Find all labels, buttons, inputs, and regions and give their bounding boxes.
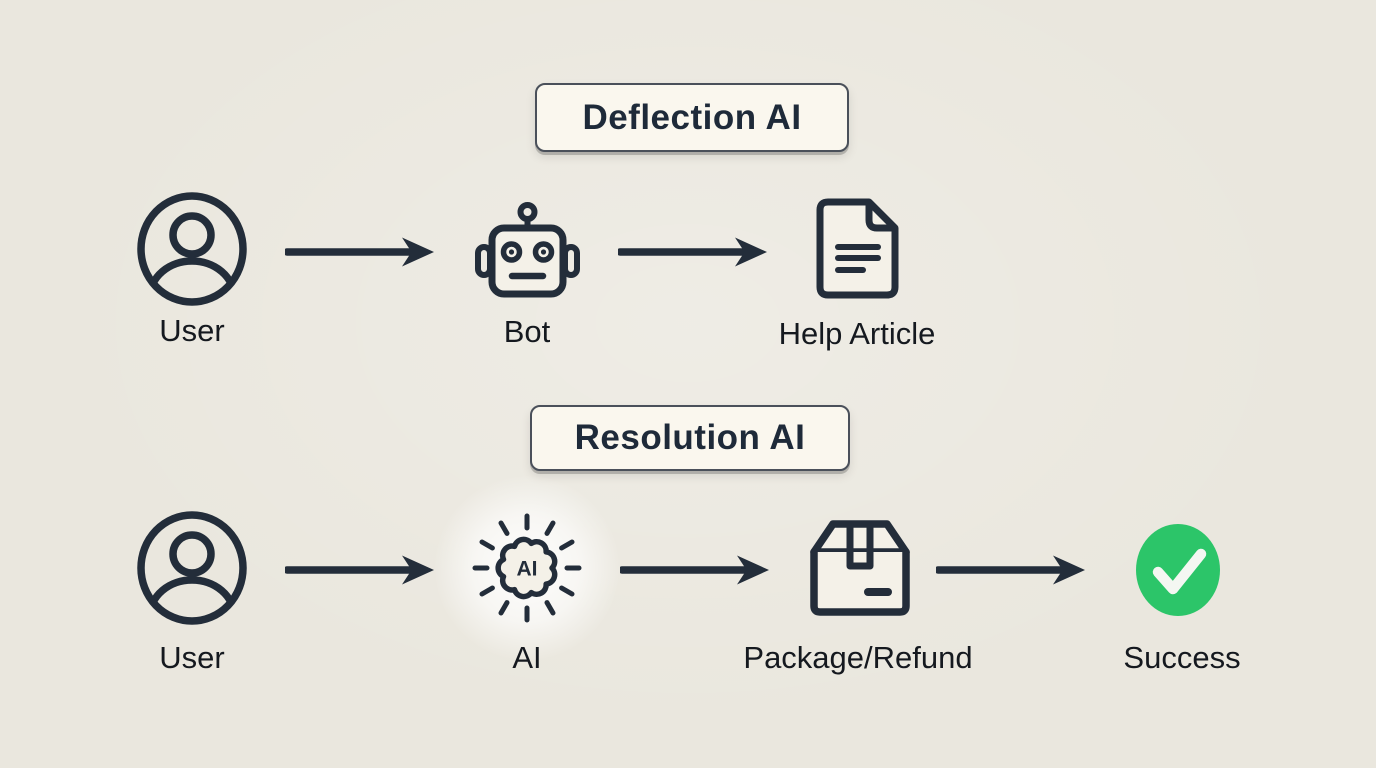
flow-node-bot	[467, 192, 587, 317]
section-title-text: Resolution AI	[574, 418, 806, 457]
ai-brain-icon: AI	[472, 513, 582, 623]
user-icon	[137, 192, 247, 306]
node-label: AI	[512, 640, 542, 675]
section-title-resolution-ai: Resolution AI	[530, 405, 850, 471]
section-title-deflection-ai: Deflection AI	[535, 83, 849, 152]
document-icon	[816, 198, 899, 299]
node-label: Bot	[503, 314, 551, 349]
user-icon	[137, 511, 247, 625]
node-label: Help Article	[778, 316, 936, 351]
flow-node-success	[1118, 510, 1238, 635]
success-check-icon	[1136, 524, 1220, 616]
node-label: User	[159, 313, 225, 348]
node-label: Package/Refund	[743, 640, 973, 675]
arrow-right-icon	[285, 237, 434, 267]
ai-badge-text: AI	[517, 558, 538, 581]
flow-node-ai: AI	[467, 508, 587, 633]
robot-icon	[475, 202, 580, 298]
arrow-right-icon	[936, 555, 1085, 585]
arrow-right-icon	[618, 237, 767, 267]
section-title-text: Deflection AI	[582, 97, 802, 137]
node-label: Success	[1123, 640, 1241, 675]
flow-node-user	[132, 508, 252, 633]
package-icon	[810, 520, 910, 616]
node-label: User	[159, 640, 225, 675]
arrow-right-icon	[620, 555, 769, 585]
arrow-right-icon	[285, 555, 434, 585]
flow-node-help-article	[797, 189, 917, 314]
flow-node-package-refund	[800, 510, 920, 635]
flow-node-user	[132, 189, 252, 314]
